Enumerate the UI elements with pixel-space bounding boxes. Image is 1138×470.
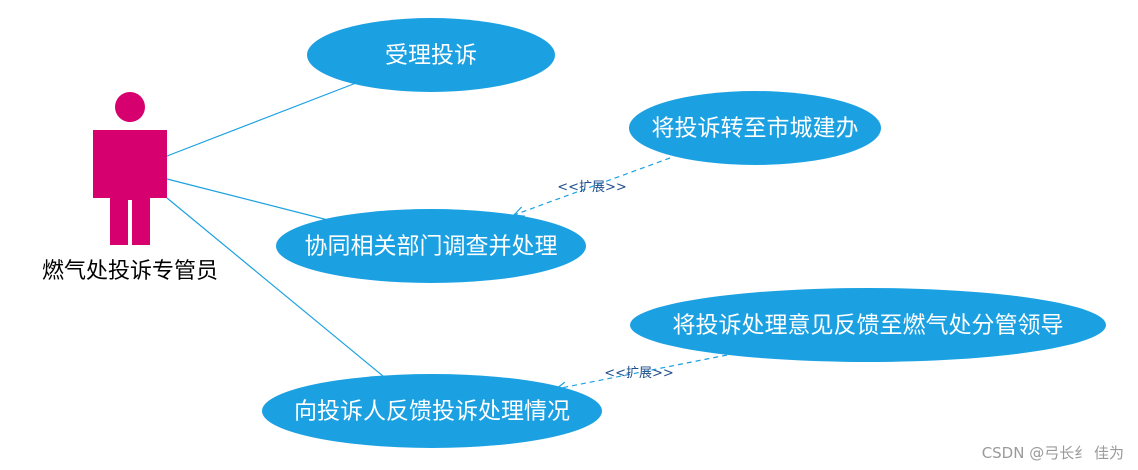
extend-label-1: <<扩展>> [557,180,627,195]
extend-line-uc2-uc3 [514,157,671,215]
actor-torso [110,130,150,200]
use-case-ellipse [276,209,586,283]
use-case-ellipse [629,91,881,165]
use-case-label: 协同相关部门调查并处理 [305,234,558,260]
use-case-label: 受理投诉 [385,43,477,69]
watermark-text: CSDN @弓长纟 佳为 [982,444,1124,462]
use-case-ellipse [262,374,602,448]
use-case-label: 向投诉人反馈投诉处理情况 [294,399,570,425]
use-case-uc1: 受理投诉 [307,18,555,92]
use-case-uc3: 协同相关部门调查并处理 [276,209,586,283]
extend-line-uc4-uc5 [556,354,728,389]
use-case-uc5: 向投诉人反馈投诉处理情况 [262,374,602,448]
actor-left-leg [110,199,128,245]
use-case-ellipse [307,18,555,92]
actor-name: 燃气处投诉专管员 [42,259,218,284]
use-case-ellipse [630,288,1106,362]
actor-right-arm [150,130,167,198]
actor-figure [93,92,167,245]
association-line-uc1 [166,82,357,157]
use-case-label: 将投诉转至市城建办 [652,116,859,142]
actor-right-leg [132,199,150,245]
association-line-uc5 [166,197,390,382]
use-case-label: 将投诉处理意见反馈至燃气处分管领导 [673,313,1064,339]
association-line-uc3 [166,178,329,221]
actor-left-arm [93,130,110,198]
actor-head [115,92,145,122]
use-case-uc2: 将投诉转至市城建办 [629,91,881,165]
use-case-uc4: 将投诉处理意见反馈至燃气处分管领导 [630,288,1106,362]
extend-label-2: <<扩展>> [604,366,674,381]
